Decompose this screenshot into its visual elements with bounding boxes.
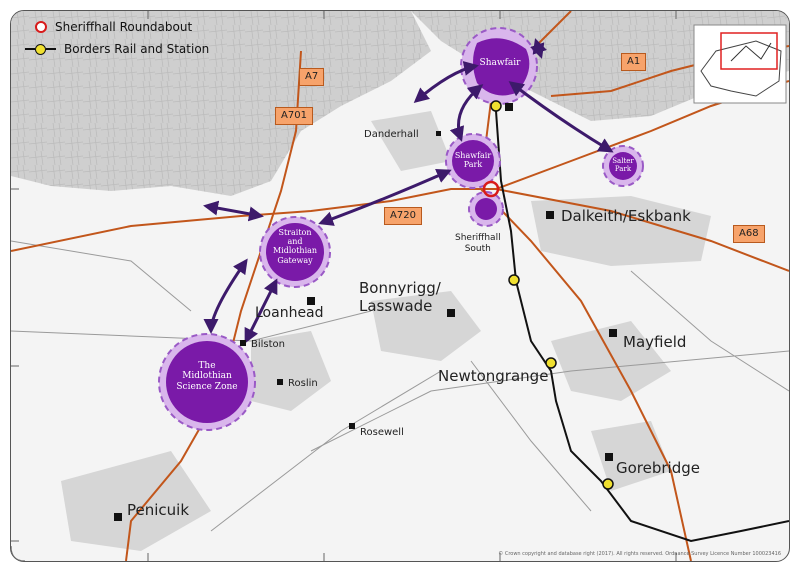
borders-railway [490, 50, 789, 543]
place-penicuik: Penicuik [127, 501, 190, 519]
place-bilston: Bilston [251, 339, 286, 350]
sheriffhall-roundabout-marker[interactable] [482, 180, 500, 198]
legend-rail-label: Borders Rail and Station [64, 42, 210, 56]
zone-label-shawfair: Shawfair [479, 58, 521, 68]
place-rosewell: Rosewell [360, 427, 404, 438]
place-loanhead: Loanhead [255, 305, 324, 321]
place-newtongrange: Newtongrange [438, 367, 549, 385]
place-roslin: Roslin [288, 378, 318, 389]
place-bonnyrigg: Bonnyrigg/Lasswade [359, 279, 441, 315]
station-newtongrange [545, 357, 557, 369]
inset-map [693, 24, 787, 104]
town-markers [114, 103, 617, 521]
legend-rail: Borders Rail and Station [25, 42, 209, 56]
zone-cores[interactable] [166, 38, 637, 423]
zone-straiton-gateway [266, 223, 324, 281]
station-shawfair [490, 100, 502, 112]
zone-shawfair-park [452, 140, 494, 182]
legend-roundabout: Sheriffhall Roundabout [35, 20, 192, 34]
rail-station-icon [25, 43, 56, 55]
frame-corner [11, 545, 26, 561]
place-mayfield: Mayfield [623, 333, 687, 351]
place-danderhall: Danderhall [364, 129, 419, 140]
urban-patches [61, 111, 711, 551]
legend-roundabout-label: Sheriffhall Roundabout [55, 20, 193, 34]
roundabout-icon [35, 21, 47, 33]
road-badge-a720: A720 [384, 207, 422, 225]
road-badge-a701: A701 [275, 107, 313, 125]
place-gorebridge: Gorebridge [616, 459, 700, 477]
zone-salter-park [609, 152, 637, 180]
map-frame: Sheriffhall Roundabout Borders Rail and … [10, 10, 790, 562]
zone-science-zone [166, 341, 248, 423]
station-eskbank [508, 274, 520, 286]
connection-arrows [203, 38, 614, 344]
road-badge-a68: A68 [733, 225, 765, 243]
rail-stations[interactable] [490, 100, 614, 490]
copyright-notice: © Crown copyright and database right (20… [498, 551, 781, 557]
station-gorebridge [602, 478, 614, 490]
zone-shawfair [473, 38, 530, 96]
place-dalkeith: Dalkeith/Eskbank [561, 207, 691, 225]
road-badge-a1: A1 [621, 53, 647, 71]
zone-sheriffhall-south [475, 198, 497, 220]
minor-roads [11, 240, 789, 532]
map-canvas[interactable] [11, 11, 789, 561]
grid-ticks [11, 11, 677, 561]
road-badge-a7: A7 [299, 68, 325, 86]
